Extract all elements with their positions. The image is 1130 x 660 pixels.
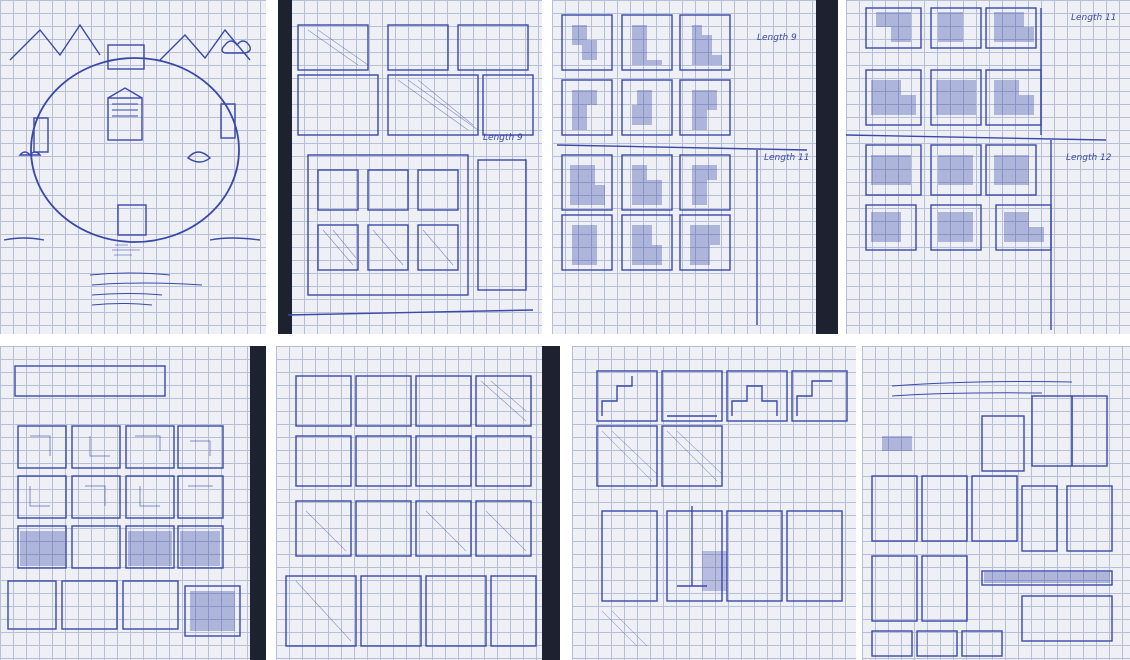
room-sketches-drawing: Length 9: [287, 24, 534, 316]
note-length: Length 12: [1066, 153, 1112, 163]
tall-layouts-drawing: [871, 381, 1113, 657]
room-layouts-drawing-1: [7, 365, 241, 637]
world-map-drawing: [3, 23, 261, 306]
staircase-drawing: [596, 370, 848, 647]
photo-2-room-sketches: Length 9: [278, 0, 542, 334]
world-circle: [30, 57, 240, 243]
room-layouts-drawing-2: [285, 375, 537, 647]
note-length: Length 9: [483, 133, 523, 143]
gate-east: [220, 103, 236, 139]
polyomino-drawing-1: Length 9 Length 11: [556, 14, 810, 325]
gate-south: [117, 204, 147, 236]
polyomino-drawing-2: Length 11 Length 12: [846, 7, 1117, 330]
gate-west: [33, 117, 49, 153]
gate-north: [107, 44, 145, 70]
photo-6-room-layouts: [276, 346, 560, 660]
mountain-sketch: [9, 23, 101, 61]
photo-7-staircase-layouts: [572, 346, 856, 660]
photo-3-polyomino-shapes: Length 9 Length 11: [552, 0, 838, 334]
photo-8-tall-layouts: [862, 346, 1130, 660]
mountain-sketch: [159, 28, 251, 61]
note-length: Length 9: [757, 33, 797, 43]
photo-4-polyomino-shapes: Length 11 Length 12: [846, 0, 1130, 334]
photo-1-world-map: [0, 0, 266, 334]
note-length: Length 11: [764, 153, 810, 163]
note-length: Length 11: [1071, 13, 1117, 23]
photo-5-room-layouts: [0, 346, 266, 660]
